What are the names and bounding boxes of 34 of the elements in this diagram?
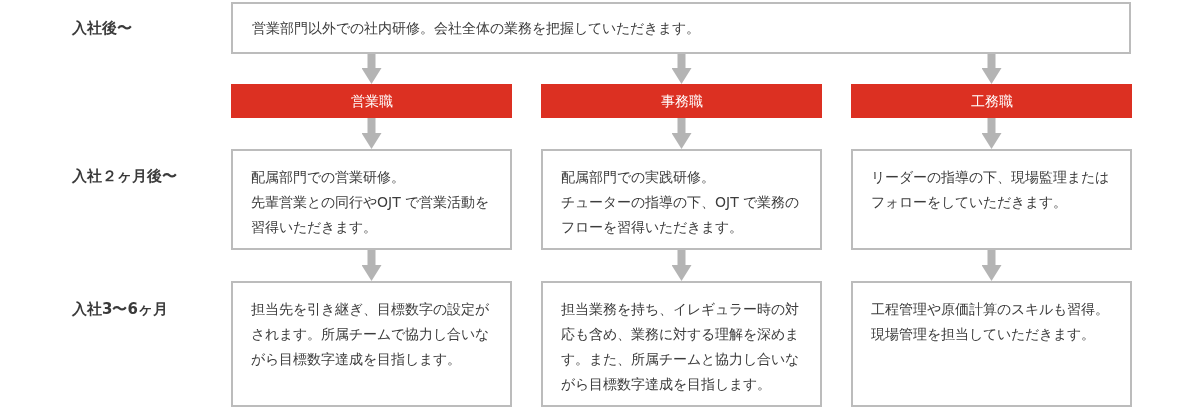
intro-box <box>231 2 1131 54</box>
step-box <box>541 149 822 250</box>
box-text: 営業部門以外での社内研修。会社全体の業務を把握していただきます。 <box>252 18 700 38</box>
box-text: 担当業務を持ち、イレギュラー時の対応も含め、業務に対する理解を深めます。また、所属チームと協力し合いながら目標数字達成を目指します。 <box>561 300 800 394</box>
flow-arrow <box>671 118 692 149</box>
box-text: 配属部門での営業研修。 <box>251 168 406 187</box>
box-text: チューターの指導の下、OJT で業務のフローを習得いただきます。 <box>561 193 801 237</box>
flow-arrow <box>981 54 1002 84</box>
flow-arrow <box>361 118 382 149</box>
box-text: 工程管理や原価計算のスキルも習得。現場管理を担当していただきます。 <box>871 300 1110 344</box>
flow-arrow <box>361 54 382 84</box>
role-title: 工務職 <box>970 92 1013 111</box>
role-header-bar <box>231 84 512 118</box>
stage-label: 入社3〜6ヶ月 <box>72 299 168 320</box>
step-box <box>231 281 512 407</box>
box-text: 担当先を引き継ぎ、目標数字の設定がされます。所属チームで協力し合いながら目標数字達成を目指します。 <box>251 300 490 369</box>
role-header-bar <box>851 84 1132 118</box>
step-box <box>851 149 1132 250</box>
stage-label: 入社後〜 <box>72 18 132 39</box>
flow-arrow <box>361 250 382 281</box>
stage-label: 入社２ヶ月後〜 <box>72 166 177 187</box>
flow-arrow <box>671 250 692 281</box>
box-text: リーダーの指導の下、現場監理またはフォローをしていただきます。 <box>871 168 1110 212</box>
flow-arrow <box>671 54 692 84</box>
box-text: 先輩営業との同行やOJT で営業活動を習得いただきます。 <box>251 193 491 237</box>
role-header-bar <box>541 84 822 118</box>
step-box <box>541 281 822 407</box>
flow-arrow <box>981 250 1002 281</box>
role-title: 事務職 <box>660 92 703 111</box>
flow-arrow <box>981 118 1002 149</box>
box-text: 配属部門での実践研修。 <box>561 168 716 187</box>
step-box <box>851 281 1132 407</box>
step-box <box>231 149 512 250</box>
role-title: 営業職 <box>350 92 393 111</box>
